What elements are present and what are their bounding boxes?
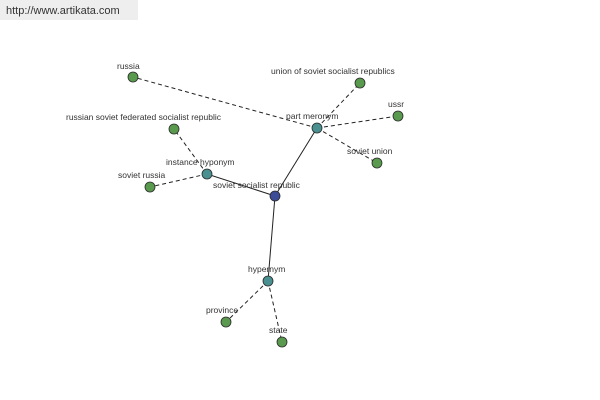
word-node-union-of-soviet-socialist-republics[interactable] (354, 77, 366, 89)
site-url-link[interactable]: http://www.artikata.com (0, 0, 138, 20)
word-node-russia[interactable] (127, 71, 139, 83)
relation-node-part-meronym[interactable] (311, 122, 323, 134)
node-label-hypernym: hypernym (248, 264, 285, 274)
edge-center-part-meronym (274, 127, 318, 197)
edge-instance-hyponym-russian-soviet-federated-socialist-republic (173, 128, 208, 175)
node-label-instance-hyponym: instance hyponym (166, 157, 235, 167)
edge-center-instance-hyponym (206, 173, 276, 197)
edge-part-meronym-russia (132, 76, 318, 129)
edge-part-meronym-union-of-soviet-socialist-republics (316, 82, 361, 129)
edge-center-hypernym (267, 195, 276, 282)
word-node-soviet-union[interactable] (371, 157, 383, 169)
node-label-soviet-union: soviet union (347, 146, 393, 156)
word-node-russian-soviet-federated-socialist-republic[interactable] (168, 123, 180, 135)
node-label-soviet-russia: soviet russia (118, 170, 166, 180)
edge-hypernym-province (225, 280, 269, 323)
center-node[interactable] (269, 190, 281, 202)
graph-labels: soviet socialist republic part meronym ins… (66, 61, 404, 335)
word-node-ussr[interactable] (392, 110, 404, 122)
word-node-province[interactable] (220, 316, 232, 328)
graph-nodes (127, 71, 404, 348)
node-label-state: state (269, 325, 288, 335)
relation-node-instance-hyponym[interactable] (201, 168, 213, 180)
word-node-soviet-russia[interactable] (144, 181, 156, 193)
node-label-russia: russia (117, 61, 140, 71)
relation-node-hypernym[interactable] (262, 275, 274, 287)
node-label-center: soviet socialist republic (213, 180, 301, 190)
edge-instance-hyponym-soviet-russia (149, 173, 208, 188)
node-label-union-of-soviet-socialist-republics: union of soviet socialist republics (271, 66, 395, 76)
node-label-ussr: ussr (388, 99, 404, 109)
graph-edges (132, 76, 399, 343)
word-node-state[interactable] (276, 336, 288, 348)
node-label-part-meronym: part meronym (286, 111, 338, 121)
edge-part-meronym-soviet-union (316, 127, 378, 164)
node-label-province: province (206, 305, 238, 315)
edge-hypernym-state (267, 280, 283, 343)
node-label-russian-soviet-federated-socialist-republic: russian soviet federated socialist repub… (66, 112, 222, 122)
